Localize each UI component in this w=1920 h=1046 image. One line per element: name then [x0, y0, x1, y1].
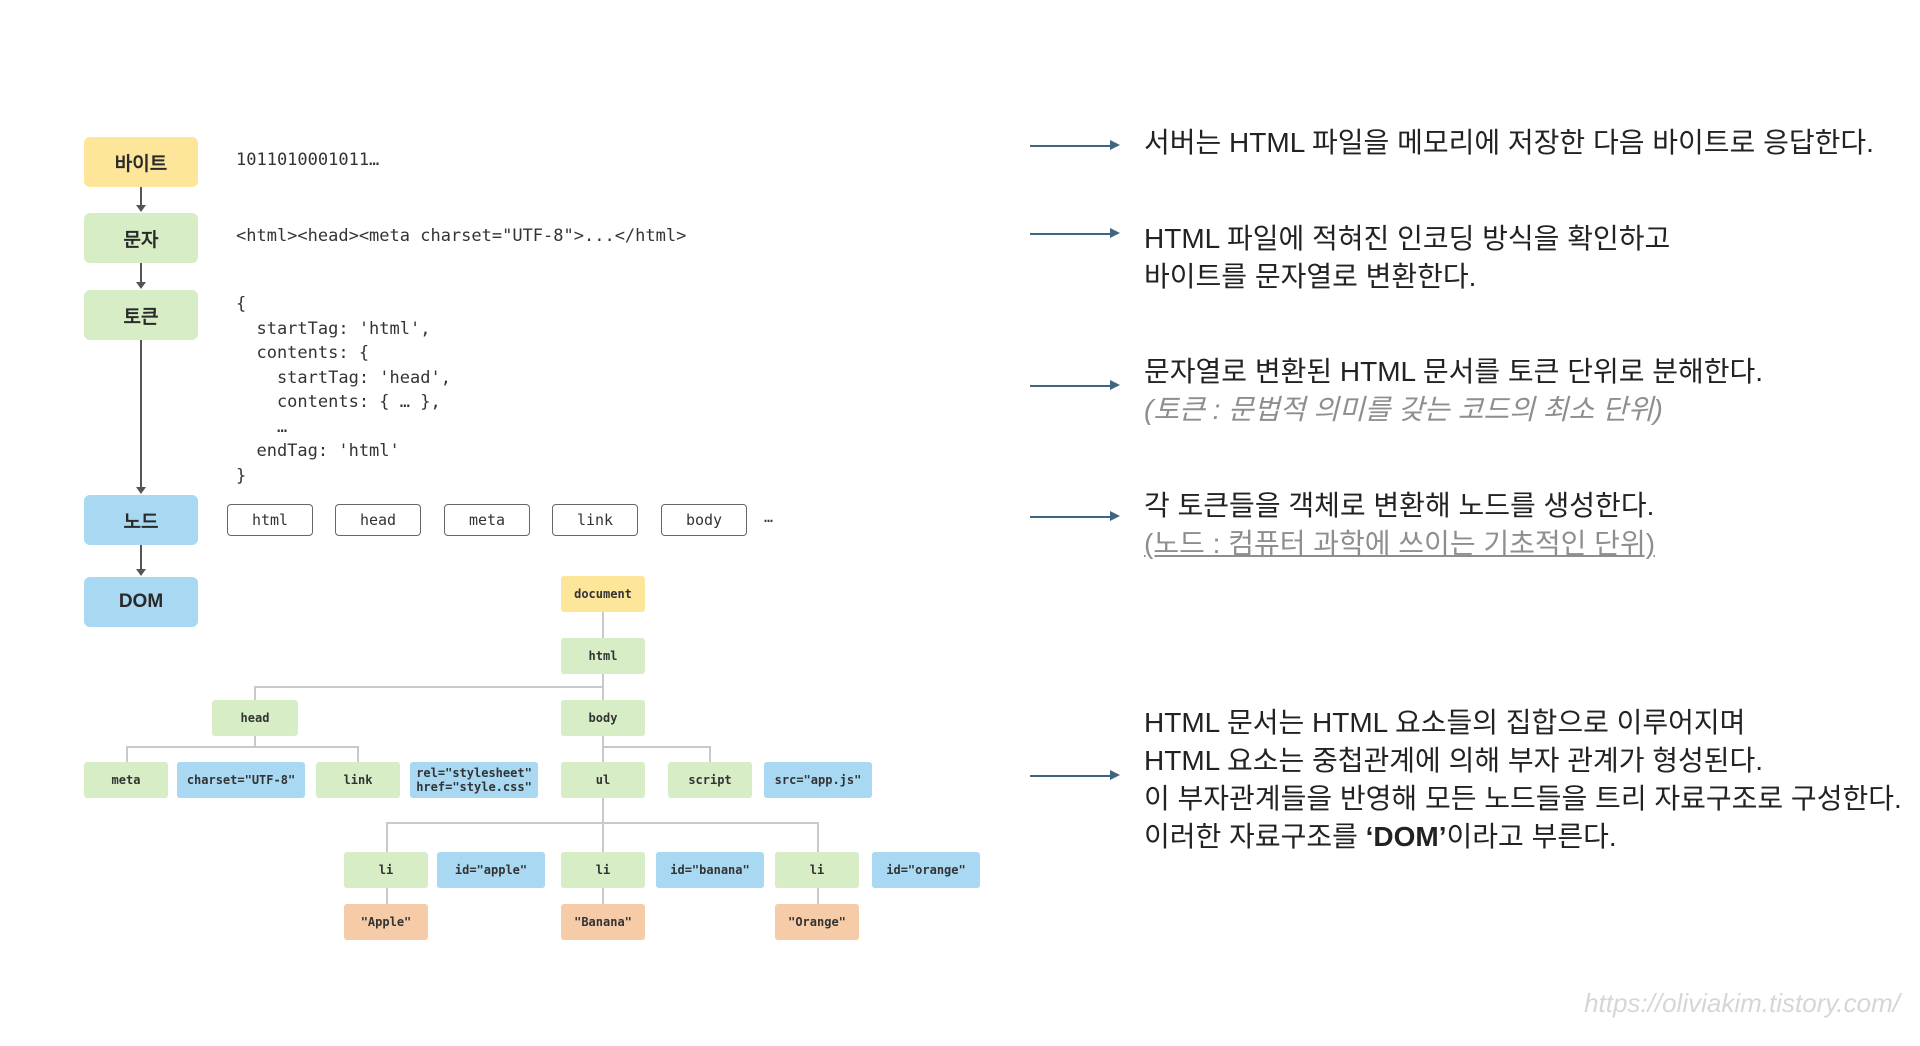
arrow-right-icon — [1030, 380, 1120, 390]
stage-label: 바이트 — [114, 153, 168, 175]
tree-edge — [709, 746, 711, 762]
chars-text: <html><head><meta charset="UTF-8">...</h… — [236, 226, 687, 246]
tree-text-banana: "Banana" — [561, 904, 645, 940]
tree-node-html: html — [561, 638, 645, 674]
description-line: HTML 요소는 중첩관계에 의해 부자 관계가 형성된다. — [1144, 745, 1764, 776]
token-line: startTag: 'head', — [236, 367, 451, 388]
description-bytes: 서버는 HTML 파일을 메모리에 저장한 다음 바이트로 응답한다. — [1144, 124, 1874, 162]
tree-node-document: document — [561, 576, 645, 612]
description-note: (노드 : 컴퓨터 과학에 쓰이는 기초적인 단위) — [1144, 528, 1656, 559]
tree-node-body: body — [561, 700, 645, 736]
description-nodes: 각 토큰들을 객체로 변환해 노드를 생성한다. (노드 : 컴퓨터 과학에 쓰… — [1144, 487, 1655, 563]
tree-attr-src: src="app.js" — [764, 762, 872, 798]
tree-edge — [254, 686, 604, 688]
connector-line — [140, 545, 142, 569]
node-chip-meta: meta — [444, 504, 530, 536]
tree-edge — [386, 822, 818, 824]
tree-attr-id-apple: id="apple" — [437, 852, 545, 888]
description-line: 이 부자관계들을 반영해 모든 노드들을 트리 자료구조로 구성한다. — [1144, 783, 1902, 814]
stage-characters: 문자 — [84, 213, 198, 263]
stage-label: 노드 — [123, 511, 159, 533]
stage-bytes: 바이트 — [84, 137, 198, 187]
node-chip-link: link — [552, 504, 638, 536]
arrow-down-icon — [136, 282, 146, 289]
tree-node-link: link — [316, 762, 400, 798]
stage-dom: DOM — [84, 577, 198, 627]
token-line: … — [236, 416, 288, 437]
tree-edge — [817, 822, 819, 852]
dom-emphasis: ‘DOM’ — [1365, 821, 1447, 852]
token-code: { startTag: 'html', contents: { startTag… — [236, 292, 451, 488]
tree-node-li: li — [561, 852, 645, 888]
tree-edge — [817, 888, 819, 904]
stage-label: DOM — [118, 591, 164, 612]
description-text: 이라고 부른다. — [1446, 821, 1617, 852]
arrow-right-icon — [1030, 770, 1120, 780]
connector-line — [140, 187, 142, 205]
bytes-text: 1011010001011… — [236, 150, 380, 170]
description-line: 서버는 HTML 파일을 메모리에 저장한 다음 바이트로 응답한다. — [1144, 127, 1874, 158]
attr-href: href="style.css" — [416, 780, 532, 794]
tree-node-li: li — [775, 852, 859, 888]
token-line: contents: { … }, — [236, 392, 441, 412]
tree-text-orange: "Orange" — [775, 904, 859, 940]
tree-edge — [602, 888, 604, 904]
description-line: 바이트를 문자열로 변환한다. — [1144, 261, 1477, 292]
tree-node-meta: meta — [84, 762, 168, 798]
stage-label: 문자 — [123, 229, 159, 251]
arrow-down-icon — [136, 569, 146, 576]
tree-node-script: script — [668, 762, 752, 798]
description-line: 각 토큰들을 객체로 변환해 노드를 생성한다. — [1144, 490, 1655, 521]
arrow-right-icon — [1030, 140, 1120, 150]
tree-node-li: li — [344, 852, 428, 888]
arrow-down-icon — [136, 205, 146, 212]
tree-edge — [386, 822, 388, 852]
description-characters: HTML 파일에 적혀진 인코딩 방식을 확인하고 바이트를 문자열로 변환한다… — [1144, 220, 1670, 296]
tree-attr-id-orange: id="orange" — [872, 852, 980, 888]
tree-text-apple: "Apple" — [344, 904, 428, 940]
connector-line — [140, 263, 142, 282]
description-tokens: 문자열로 변환된 HTML 문서를 토큰 단위로 분해한다. (토큰 : 문법적… — [1144, 353, 1763, 429]
tree-attr-charset: charset="UTF-8" — [177, 762, 305, 798]
stage-nodes: 노드 — [84, 495, 198, 545]
stage-label: 토큰 — [123, 306, 159, 328]
node-chip-html: html — [227, 504, 313, 536]
arrow-down-icon — [136, 487, 146, 494]
token-line: startTag: 'html', — [236, 318, 431, 339]
tree-edge — [386, 888, 388, 904]
description-text: 이러한 자료구조를 — [1144, 821, 1366, 852]
tree-edge — [254, 736, 256, 747]
tree-edge — [602, 746, 711, 748]
token-line: { — [236, 294, 247, 314]
tree-edge — [602, 736, 604, 762]
node-chip-head: head — [335, 504, 421, 536]
watermark: https://oliviakim.tistory.com/ — [1584, 988, 1900, 1018]
tree-edge — [126, 746, 358, 748]
description-note: (토큰 : 문법적 의미를 갖는 코드의 최소 단위) — [1144, 394, 1663, 425]
description-line: HTML 파일에 적혀진 인코딩 방식을 확인하고 — [1144, 223, 1671, 254]
arrow-right-icon — [1030, 511, 1120, 521]
tree-edge — [602, 798, 604, 852]
token-line: contents: { — [236, 343, 370, 363]
connector-line — [140, 340, 142, 487]
tree-node-ul: ul — [561, 762, 645, 798]
tree-node-head: head — [212, 700, 298, 736]
token-line: } — [236, 465, 247, 486]
tree-edge — [126, 746, 128, 762]
tree-attr-link: rel="stylesheet"href="style.css" — [410, 762, 538, 798]
arrow-right-icon — [1030, 228, 1120, 238]
stage-tokens: 토큰 — [84, 290, 198, 340]
tree-edge — [602, 612, 604, 638]
token-line: endTag: 'html' — [236, 441, 400, 461]
tree-edge — [357, 746, 359, 762]
description-dom: HTML 문서는 HTML 요소들의 집합으로 이루어지며 HTML 요소는 중… — [1144, 704, 1902, 856]
description-line: 이러한 자료구조를 ‘DOM’이라고 부른다. — [1144, 818, 1902, 856]
attr-rel: rel="stylesheet" — [416, 766, 532, 780]
tree-edge — [254, 686, 256, 700]
description-line: 문자열로 변환된 HTML 문서를 토큰 단위로 분해한다. — [1144, 356, 1764, 387]
node-chips-more: … — [764, 508, 774, 526]
node-chip-body: body — [661, 504, 747, 536]
tree-attr-id-banana: id="banana" — [656, 852, 764, 888]
description-line: HTML 문서는 HTML 요소들의 집합으로 이루어지며 — [1144, 707, 1746, 738]
